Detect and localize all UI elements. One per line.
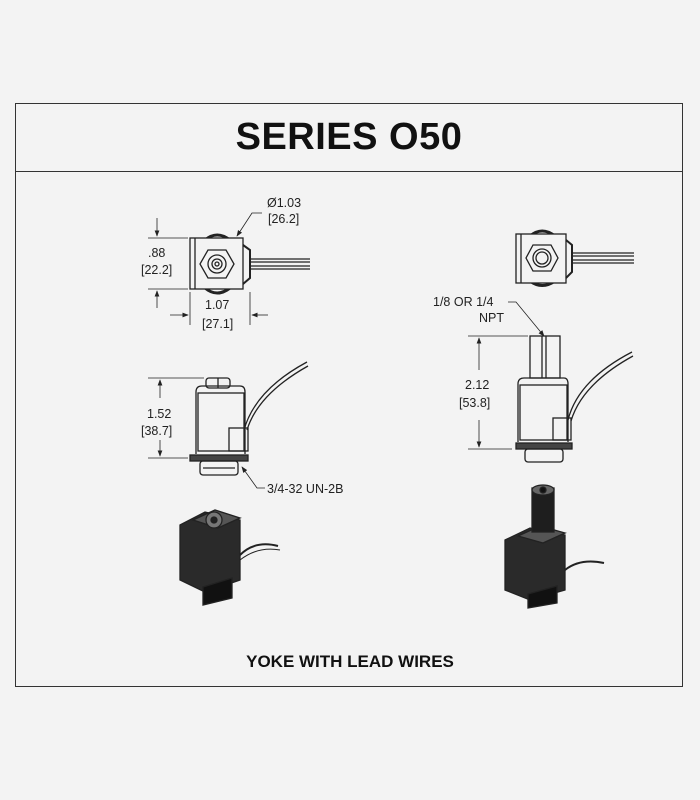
right-side-height-mm: [53.8] xyxy=(459,396,490,410)
title-band: SERIES O50 xyxy=(16,104,682,172)
left-side-height-mm: [38.7] xyxy=(141,424,172,438)
left-height-in: .88 xyxy=(148,246,165,260)
left-top-view xyxy=(148,212,310,325)
left-side-height-in: 1.52 xyxy=(147,407,171,421)
right-iso-view xyxy=(504,484,605,609)
page-title: SERIES O50 xyxy=(235,116,463,158)
left-width-mm: [27.1] xyxy=(202,317,233,331)
right-side-view xyxy=(468,301,634,463)
drawing-caption: YOKE WITH LEAD WIRES xyxy=(246,652,454,671)
left-width-in: 1.07 xyxy=(205,298,229,312)
right-side-height-in: 2.12 xyxy=(465,378,489,392)
port-label-line2: NPT xyxy=(479,311,504,325)
left-iso-view xyxy=(179,509,281,606)
port-label-line1: 1/8 OR 1/4 xyxy=(433,295,493,309)
drawing-frame: SERIES O50 xyxy=(15,103,683,687)
right-top-view xyxy=(515,229,634,287)
left-diameter-mm: [26.2] xyxy=(268,212,299,226)
left-side-view xyxy=(148,361,309,489)
thread-label: 3/4-32 UN-2B xyxy=(267,482,343,496)
left-diameter-in: Ø1.03 xyxy=(267,196,301,210)
left-height-mm: [22.2] xyxy=(141,263,172,277)
